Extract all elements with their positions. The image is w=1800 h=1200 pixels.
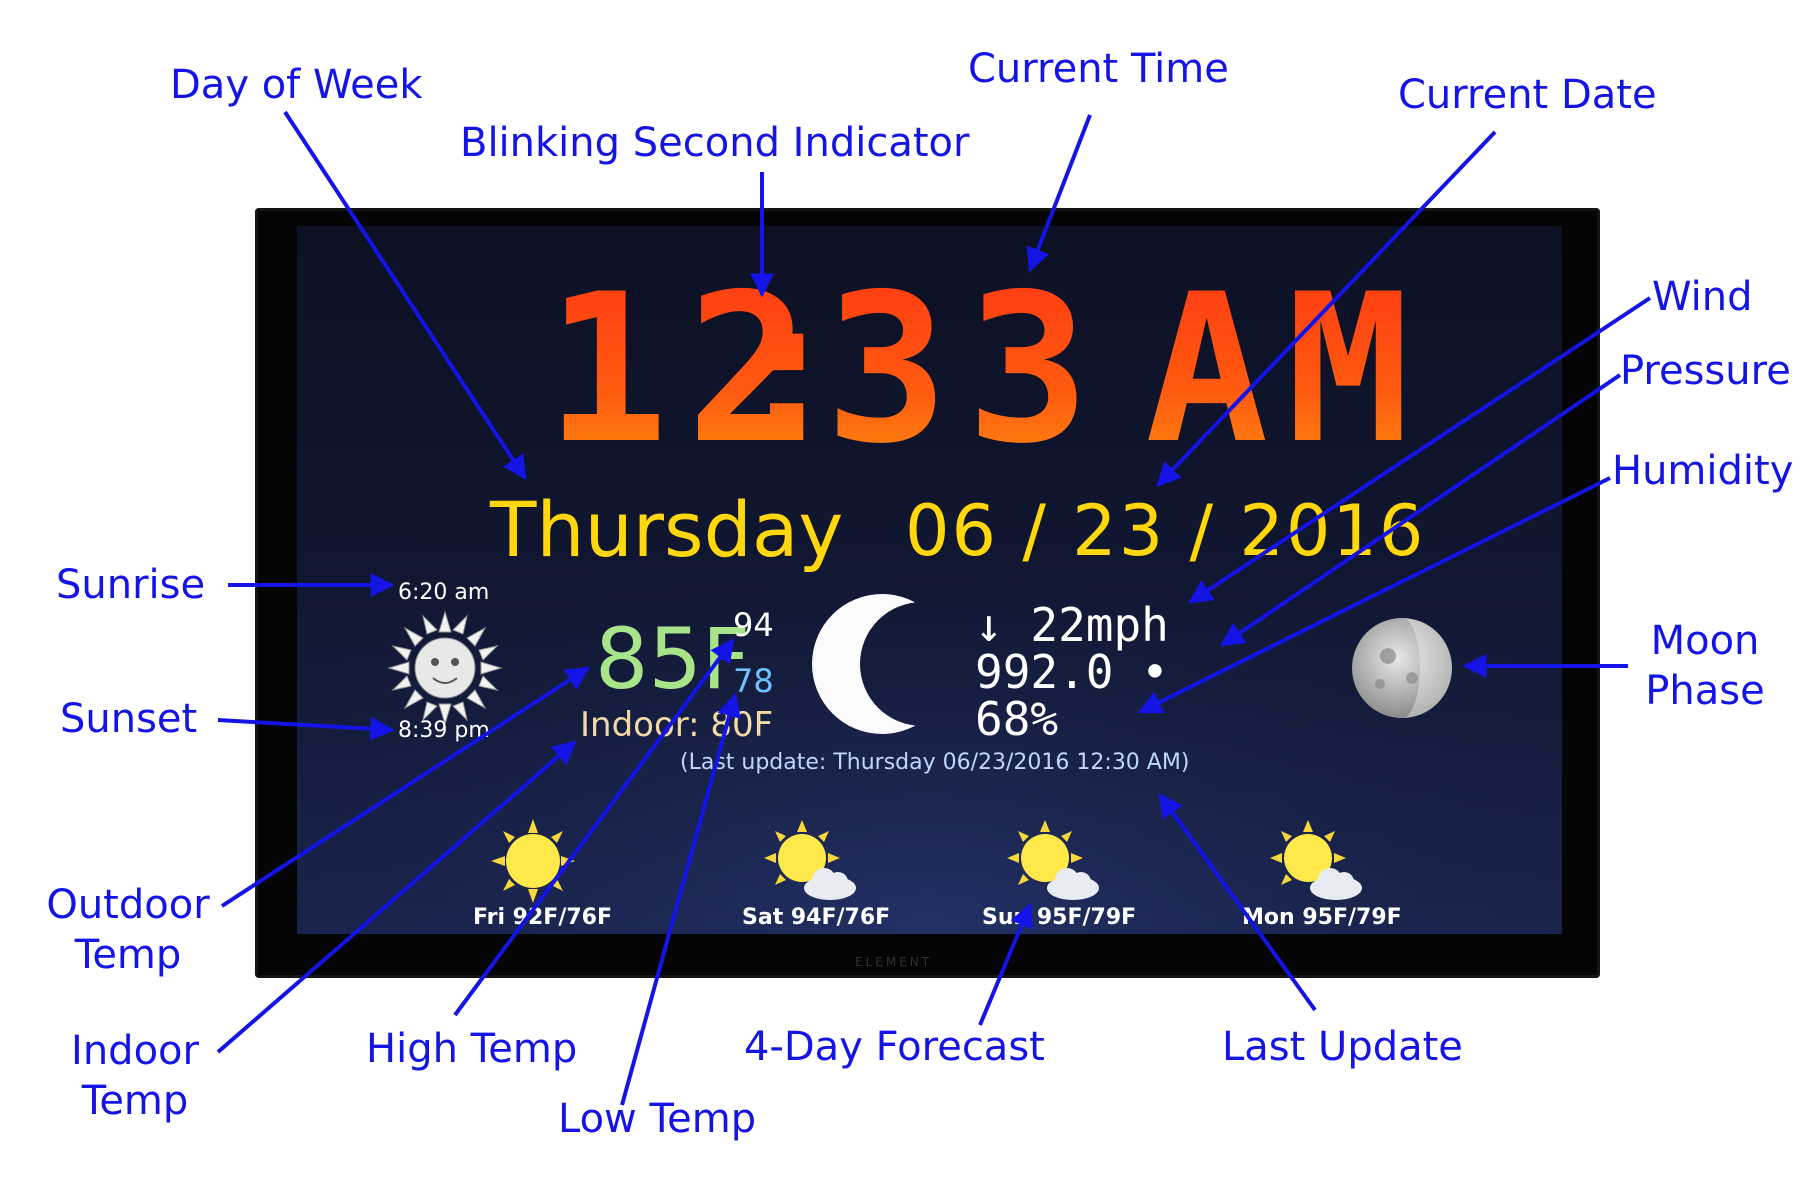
callout-wind: Wind	[1652, 274, 1753, 320]
arrow-wind	[1187, 296, 1652, 604]
callout-outdoor-temp-line2: Temp	[74, 932, 182, 978]
forecast-sun-partly-cloudy-icon	[1007, 820, 1099, 900]
clock-ampm: AM	[1145, 251, 1428, 489]
forecast-fri-sun-icon	[491, 819, 575, 903]
arrow-indoor-temp	[216, 740, 577, 1054]
arrow-forecast	[978, 902, 1033, 1026]
arrow-current-date	[1156, 130, 1497, 487]
forecast-fri-label: Fri 92F/76F	[473, 905, 612, 930]
arrow-sunset	[217, 716, 395, 741]
callout-day-of-week: Day of Week	[170, 62, 423, 108]
arrow-last-update	[1158, 793, 1317, 1012]
weather-clock-screen	[297, 226, 1562, 934]
callout-indoor-temp-line1: Indoor	[71, 1028, 199, 1074]
callout-moon-phase-line1: Moon	[1650, 618, 1760, 664]
callout-last-update: Last Update	[1222, 1024, 1463, 1070]
callout-current-time: Current Time	[968, 46, 1229, 92]
indoor-temp: Indoor: 80F	[580, 705, 774, 745]
forecast-sat-label: Sat 94F/76F	[742, 905, 891, 930]
callout-indoor-temp: Indoor Temp	[71, 1026, 199, 1126]
callout-high-temp: High Temp	[366, 1026, 578, 1072]
callout-sunrise: Sunrise	[56, 562, 206, 608]
callout-blinking-second: Blinking Second Indicator	[460, 120, 970, 166]
sunset-time: 8:39 pm	[398, 718, 490, 743]
callout-moon-phase: Moon Phase	[1645, 616, 1764, 716]
pressure-readout: 992.0 •	[975, 645, 1169, 699]
callout-pressure: Pressure	[1620, 348, 1791, 394]
callout-current-date: Current Date	[1398, 72, 1657, 118]
screen-bottom-glow	[297, 226, 1562, 934]
callout-outdoor-temp-line1: Outdoor	[46, 882, 210, 928]
sunrise-time: 6:20 am	[398, 580, 490, 605]
forecast-sat-partly-cloudy-icon	[764, 820, 856, 900]
humidity-readout: 68%	[975, 692, 1059, 746]
last-update-text: (Last update: Thursday 06/23/2016 12:30 …	[680, 750, 1190, 775]
moon-phase-icon	[1352, 618, 1452, 718]
sun-face-icon	[387, 610, 503, 726]
clock-minute: 33	[825, 251, 1108, 489]
wind-readout: ↓ 22mph	[975, 598, 1169, 652]
arrow-humidity	[1137, 476, 1611, 714]
day-of-week: Thursday	[490, 485, 844, 574]
arrow-high-temp	[453, 638, 735, 1017]
forecast-mon-partly-cloudy-icon	[1270, 820, 1362, 900]
clock-hour: 12	[545, 251, 828, 489]
arrow-low-temp	[620, 692, 741, 1106]
arrow-outdoor-temp	[220, 666, 591, 908]
callout-outdoor-temp: Outdoor Temp	[46, 880, 209, 980]
high-temp: 94	[733, 606, 774, 644]
arrow-day-of-week	[283, 110, 527, 481]
arrow-pressure	[1220, 373, 1622, 647]
callout-sunset: Sunset	[60, 696, 198, 742]
callout-forecast: 4-Day Forecast	[744, 1024, 1045, 1070]
crescent-moon-icon	[812, 594, 940, 734]
forecast-sun-label: Sun 95F/79F	[982, 905, 1137, 930]
blinking-second-indicator: :	[725, 251, 849, 489]
forecast-mon-label: Mon 95F/79F	[1242, 905, 1402, 930]
arrow-current-time	[1026, 114, 1092, 273]
callout-indoor-temp-line2: Temp	[81, 1078, 189, 1124]
callout-moon-phase-line2: Phase	[1645, 668, 1765, 714]
bezel-brand: ELEMENT	[855, 955, 933, 969]
callout-low-temp: Low Temp	[558, 1096, 757, 1142]
callout-humidity: Humidity	[1612, 448, 1794, 494]
